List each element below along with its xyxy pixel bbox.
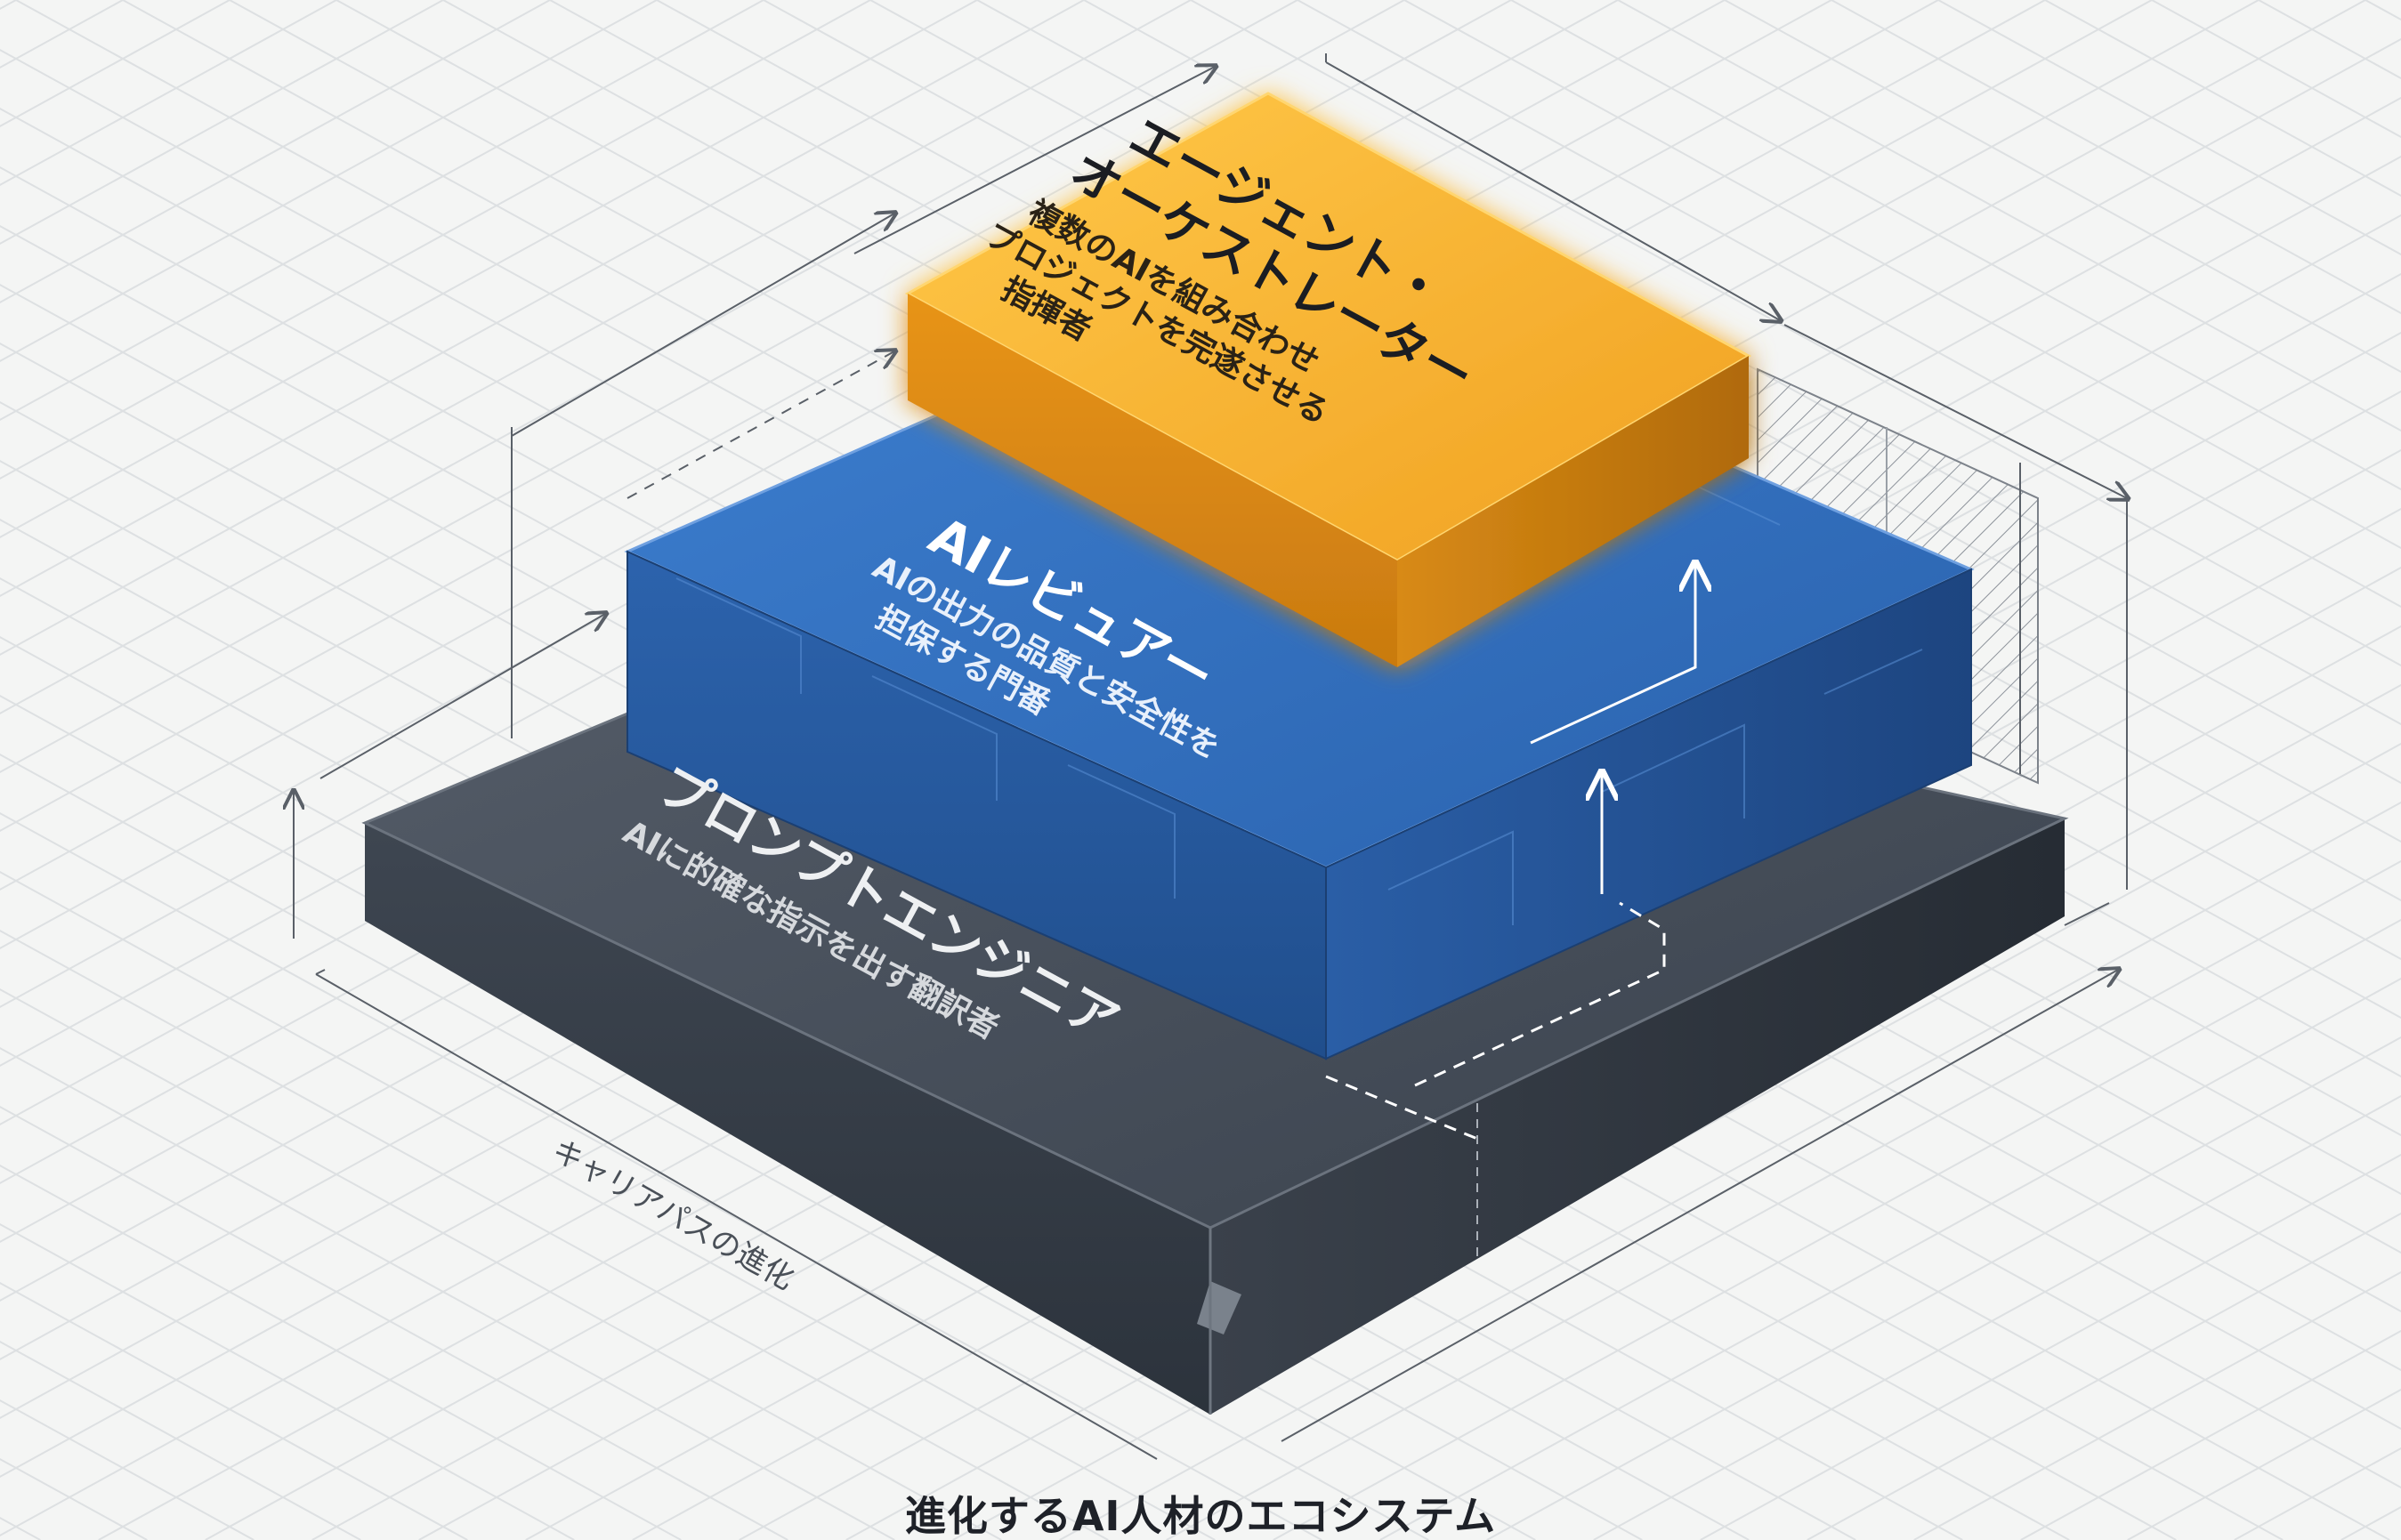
top-layer-block [904, 92, 1752, 667]
diagram-caption: 進化するAI人材のエコシステム [904, 1492, 1497, 1540]
dimension-lines [294, 53, 2127, 1460]
dashed-guides [1325, 901, 1666, 1141]
